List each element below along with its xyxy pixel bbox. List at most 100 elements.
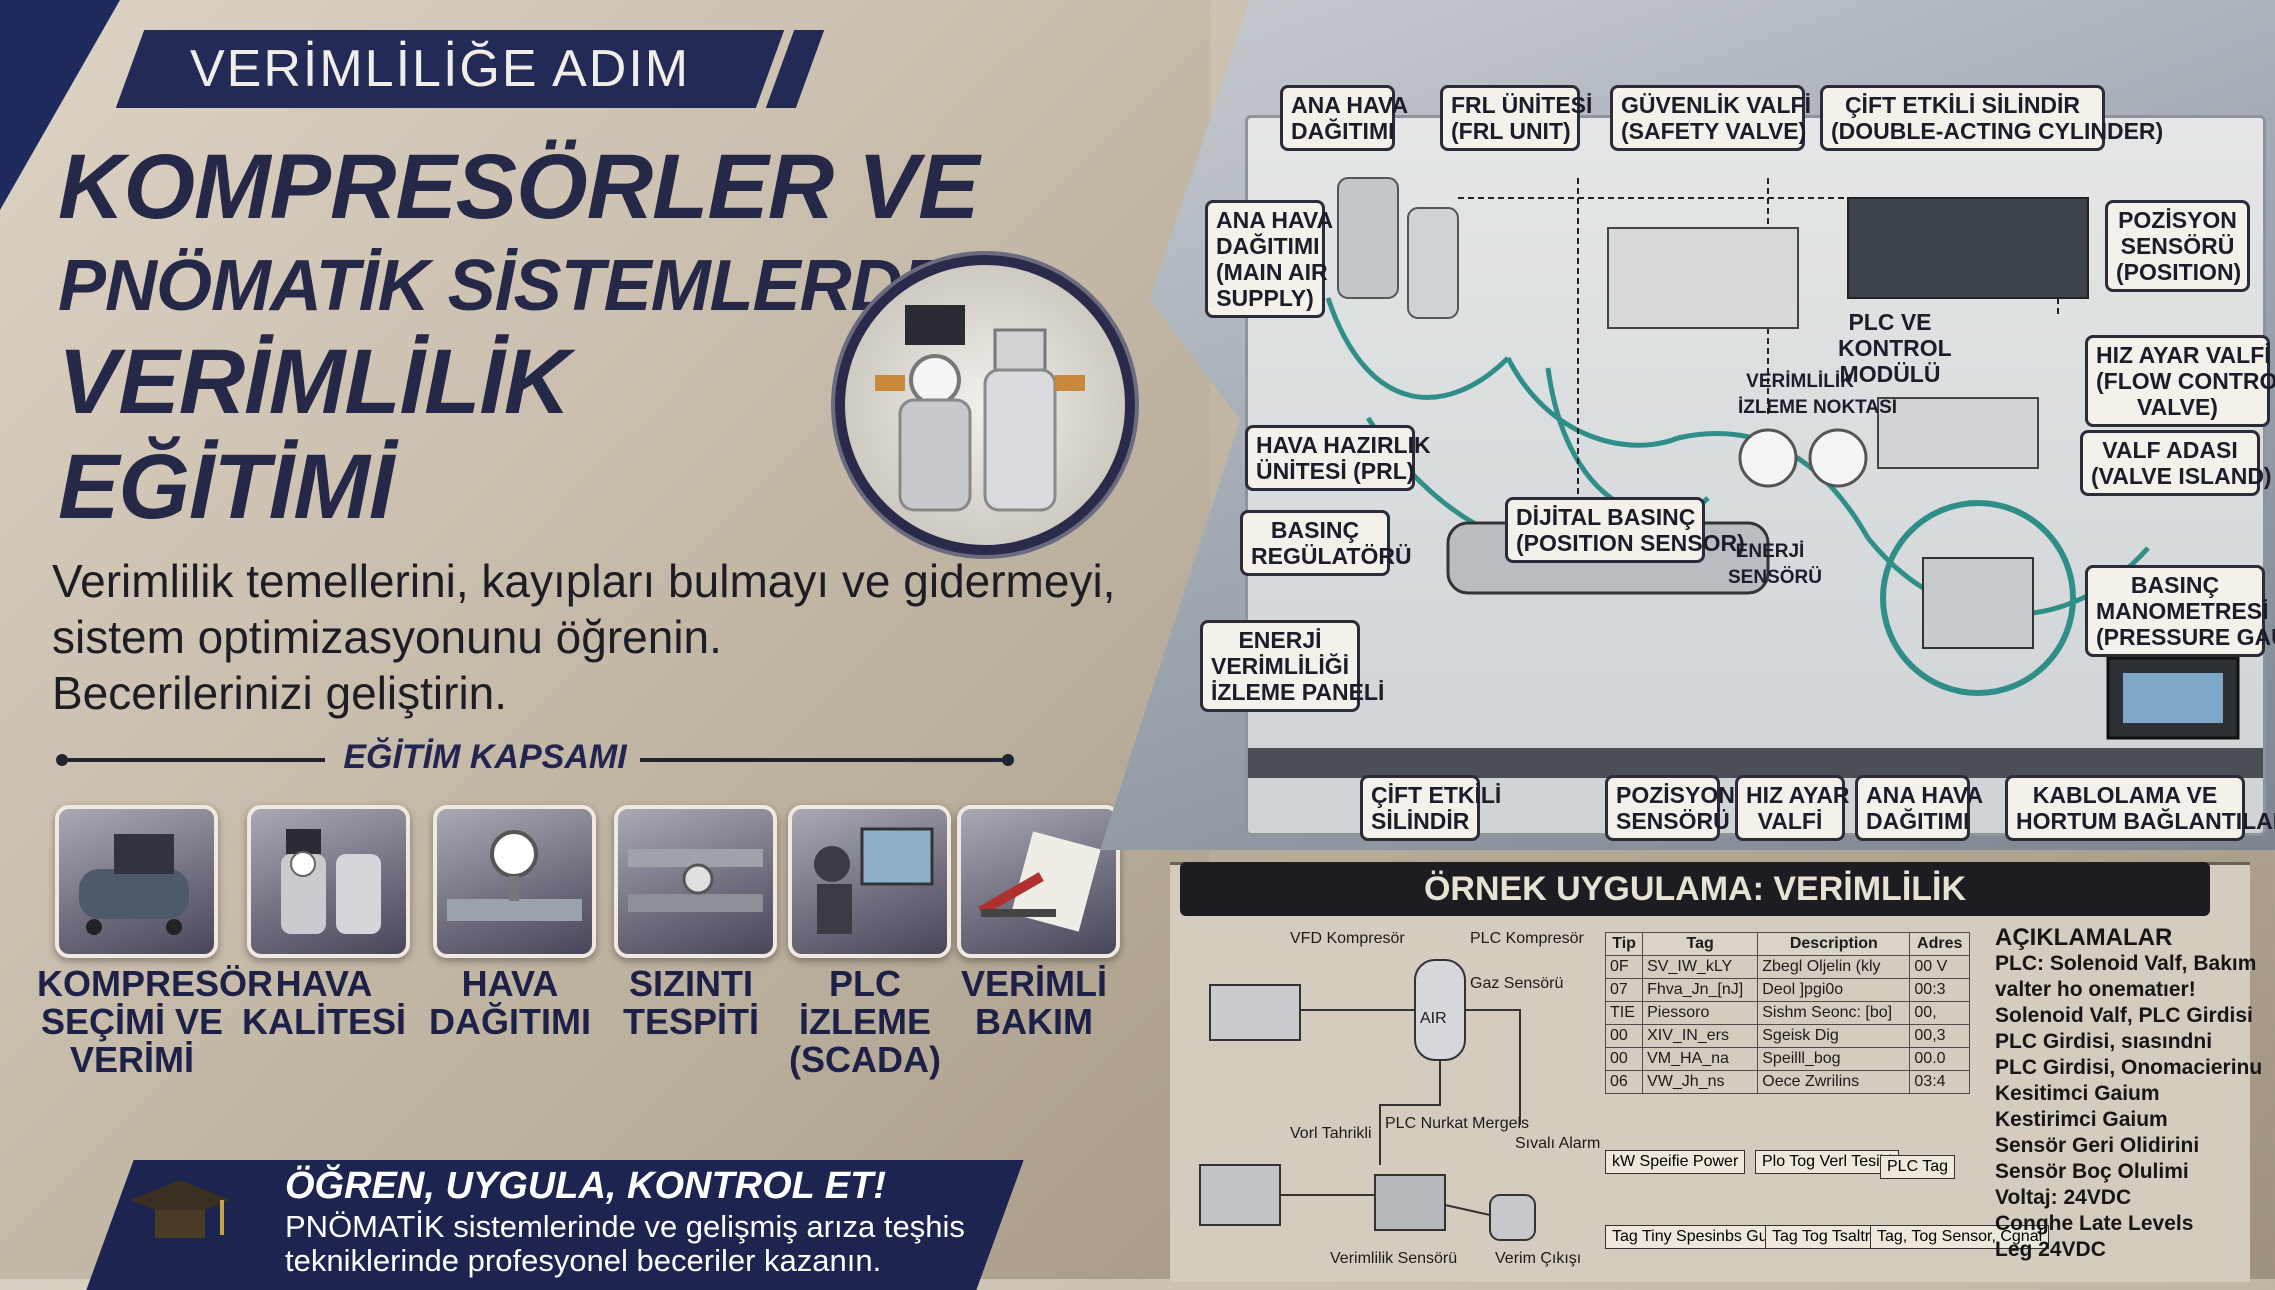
title-line-2: PNÖMATİK SİSTEMLERDE bbox=[58, 246, 950, 326]
notes-line: Voltaj: 24VDC bbox=[1995, 1186, 2132, 1209]
notes-line: Conghe Late Levels bbox=[1995, 1212, 2194, 1235]
scope-tile-compressor[interactable] bbox=[55, 805, 218, 958]
flow-box-b: Plo Tog Verl Tesibi bbox=[1755, 1150, 1900, 1174]
table-header: Tag bbox=[1642, 932, 1759, 956]
subtitle-line-1: Verimlilik temellerini, kayıpları bulmay… bbox=[52, 555, 1116, 607]
flow-box-e: Tag Tog Tsaltril bbox=[1765, 1225, 1885, 1249]
notes-line: PLC: Solenoid Valf, Bakım bbox=[1995, 952, 2257, 975]
notes-line: valter ho onematıer! bbox=[1995, 978, 2196, 1001]
cta-title: ÖĞREN, UYGULA, KONTROL ET! bbox=[285, 1165, 886, 1207]
subtitle-line-2: sistem optimizasyonunu öğrenin. bbox=[52, 611, 722, 663]
leak-detection-icon bbox=[628, 849, 763, 912]
notes-line: PLC Girdisi, sıasındni bbox=[1995, 1030, 2213, 1053]
flow-box-f: Tag, Tog Sensor, Cgnal bbox=[1870, 1225, 2050, 1249]
frl-unit-image bbox=[835, 255, 1135, 555]
scope-tile-leak[interactable] bbox=[614, 805, 777, 958]
diagram-label-plc2: PLC Nurkat Mergels bbox=[1385, 1115, 1530, 1132]
cta-body: PNÖMATİK sistemlerinde ve gelişmiş arıza… bbox=[285, 1210, 965, 1278]
scope-tile-air-quality[interactable] bbox=[247, 805, 410, 958]
pipe-gauge-icon bbox=[447, 830, 582, 921]
callout-digital-pressure: DİJİTAL BASINÇ(POSITION SENSOR) bbox=[1505, 497, 1745, 563]
corner-accent bbox=[0, 0, 120, 210]
kicker-text: VERİMLİLİĞE ADIM bbox=[190, 40, 691, 98]
scope-label-plc: PLC İZLEME(SCADA) bbox=[789, 963, 941, 1080]
scope-divider-left bbox=[60, 758, 325, 762]
flow-box-c: PLC Tag bbox=[1880, 1155, 1956, 1179]
notes-line: Sensör Geri Olidirini bbox=[1995, 1134, 2200, 1157]
diagram-label-vfd: VFD Kompresör bbox=[1290, 930, 1405, 947]
example-system-diagram bbox=[1190, 925, 1590, 1270]
subtitle: Verimlilik temellerini, kayıpları bulmay… bbox=[52, 553, 1116, 721]
notes-line: Sensör Boç Olulimi bbox=[1995, 1160, 2189, 1183]
flow-box-a: kW Speifie Power bbox=[1605, 1150, 1746, 1174]
flow-box-d: Tag Tiny Spesinbs Gust bbox=[1605, 1225, 1788, 1249]
diagram-label-tank: AIR bbox=[1420, 1010, 1447, 1027]
table-header-row: Tip Tag Description Adres bbox=[1604, 932, 1970, 956]
notes-line: PLC Girdisi, Onomacierinu bbox=[1995, 1056, 2263, 1079]
scope-heading: EĞİTİM KAPSAMI bbox=[343, 738, 627, 776]
diagram-label-bottom-1: Verimlilik Sensörü bbox=[1330, 1250, 1458, 1267]
notes-line: Leg 24VDC bbox=[1995, 1238, 2106, 1261]
frl-unit-icon bbox=[875, 305, 1085, 512]
notes-panel: AÇIKLAMALAR PLC: Solenoid Valf, Bakım va… bbox=[1995, 924, 2263, 1263]
diagram-label-bottom-2: Verim Çıkışı bbox=[1495, 1250, 1582, 1267]
graduation-cap-icon bbox=[125, 1170, 235, 1260]
callout-safety-valve: GÜVENLİK VALFİ(SAFETY VALVE) bbox=[1610, 85, 1811, 151]
maintenance-tools-icon bbox=[978, 831, 1101, 932]
scope-divider-right bbox=[640, 758, 1010, 762]
notes-line: Kesitimci Gaium bbox=[1995, 1082, 2160, 1105]
scope-tile-plc[interactable] bbox=[788, 805, 951, 958]
scope-tile-maintenance[interactable] bbox=[957, 805, 1120, 958]
cta-line-1: PNÖMATİK sistemlerinde ve gelişmiş arıza… bbox=[285, 1209, 965, 1244]
air-filter-icon bbox=[281, 829, 381, 934]
title-line-3: VERİMLİLİK bbox=[58, 331, 570, 433]
left-panel bbox=[0, 0, 1210, 1279]
notes-heading: AÇIKLAMALAR bbox=[1995, 924, 2173, 951]
diagram-label-sensor: Gaz Sensörü bbox=[1470, 975, 1564, 992]
scope-dot-right bbox=[1002, 754, 1014, 766]
notes-line: Solenoid Valf, PLC Girdisi bbox=[1995, 1004, 2253, 1027]
example-title: ÖRNEK UYGULAMA: VERİMLİLİK bbox=[1423, 870, 1967, 908]
diagram-label-alarm: Sıvalı Alarm bbox=[1515, 1135, 1601, 1152]
title-line-1: KOMPRESÖRLER VE bbox=[58, 136, 979, 238]
scope-tile-air-distribution[interactable] bbox=[433, 805, 596, 958]
title-line-4: EĞİTİMİ bbox=[58, 436, 394, 538]
example-title-bar bbox=[1180, 862, 2210, 916]
compressor-system-diagram bbox=[1199, 959, 1536, 1241]
plc-monitor-icon bbox=[814, 827, 934, 934]
table-header: Adres bbox=[1909, 932, 1970, 956]
notes-line: Kestirimci Gaium bbox=[1995, 1108, 2168, 1131]
callout-frl-unit: FRL ÜNİTESİ(FRL UNIT) bbox=[1440, 85, 1592, 151]
cta-line-2: tekniklerinde profesyonel beceriler kaza… bbox=[285, 1243, 882, 1278]
table-header: Tip bbox=[1604, 932, 1644, 956]
subtitle-line-3: Becerilerinizi geliştirin. bbox=[52, 667, 508, 719]
compressor-icon bbox=[79, 834, 189, 935]
